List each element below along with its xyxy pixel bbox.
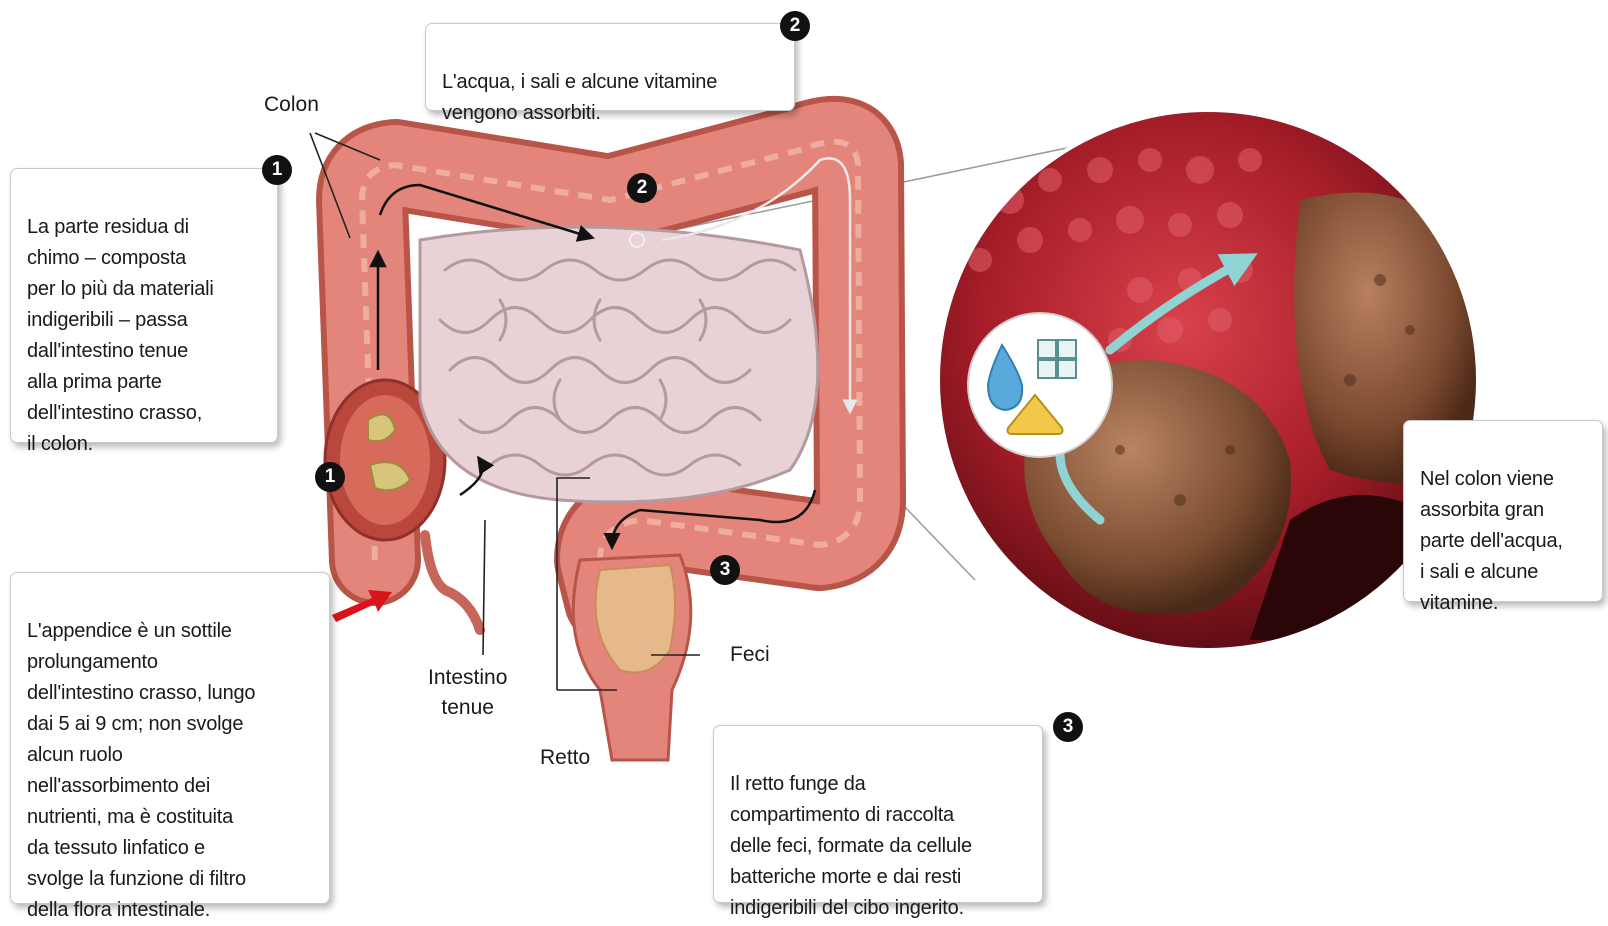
callout-text-1: La parte residua di chimo – composta per… <box>27 216 214 455</box>
label-intestino-tenue: Intestino tenue <box>428 663 507 723</box>
label-feci: Feci <box>730 640 770 670</box>
badge-3-diagram: 3 <box>710 555 740 585</box>
salt-crystal-icon <box>1038 340 1076 378</box>
badge-3-box: 3 <box>1053 712 1083 742</box>
rectum <box>573 555 690 760</box>
callout-box-3: Il retto funge da compartimento di racco… <box>713 725 1043 903</box>
callout-text-appendix: L'appendice è un sottile prolungamento d… <box>27 620 255 921</box>
callout-box-appendix: L'appendice è un sottile prolungamento d… <box>10 572 330 904</box>
badge-1-diagram: 1 <box>315 462 345 492</box>
badge-2-box: 2 <box>780 11 810 41</box>
label-colon: Colon <box>264 90 319 120</box>
callout-box-colon-zoom: Nel colon viene assorbita gran parte del… <box>1403 420 1603 602</box>
label-retto: Retto <box>540 743 590 773</box>
callout-box-2: L'acqua, i sali e alcune vitamine vengon… <box>425 23 795 111</box>
absorbed-substances-icons <box>968 313 1112 457</box>
callout-box-1: La parte residua di chimo – composta per… <box>10 168 278 443</box>
appendix <box>425 535 480 630</box>
callout-text-colon-zoom: Nel colon viene assorbita gran parte del… <box>1420 468 1563 614</box>
callout-text-3: Il retto funge da compartimento di racco… <box>730 773 972 919</box>
badge-2-diagram: 2 <box>627 173 657 203</box>
badge-1-box: 1 <box>262 155 292 185</box>
